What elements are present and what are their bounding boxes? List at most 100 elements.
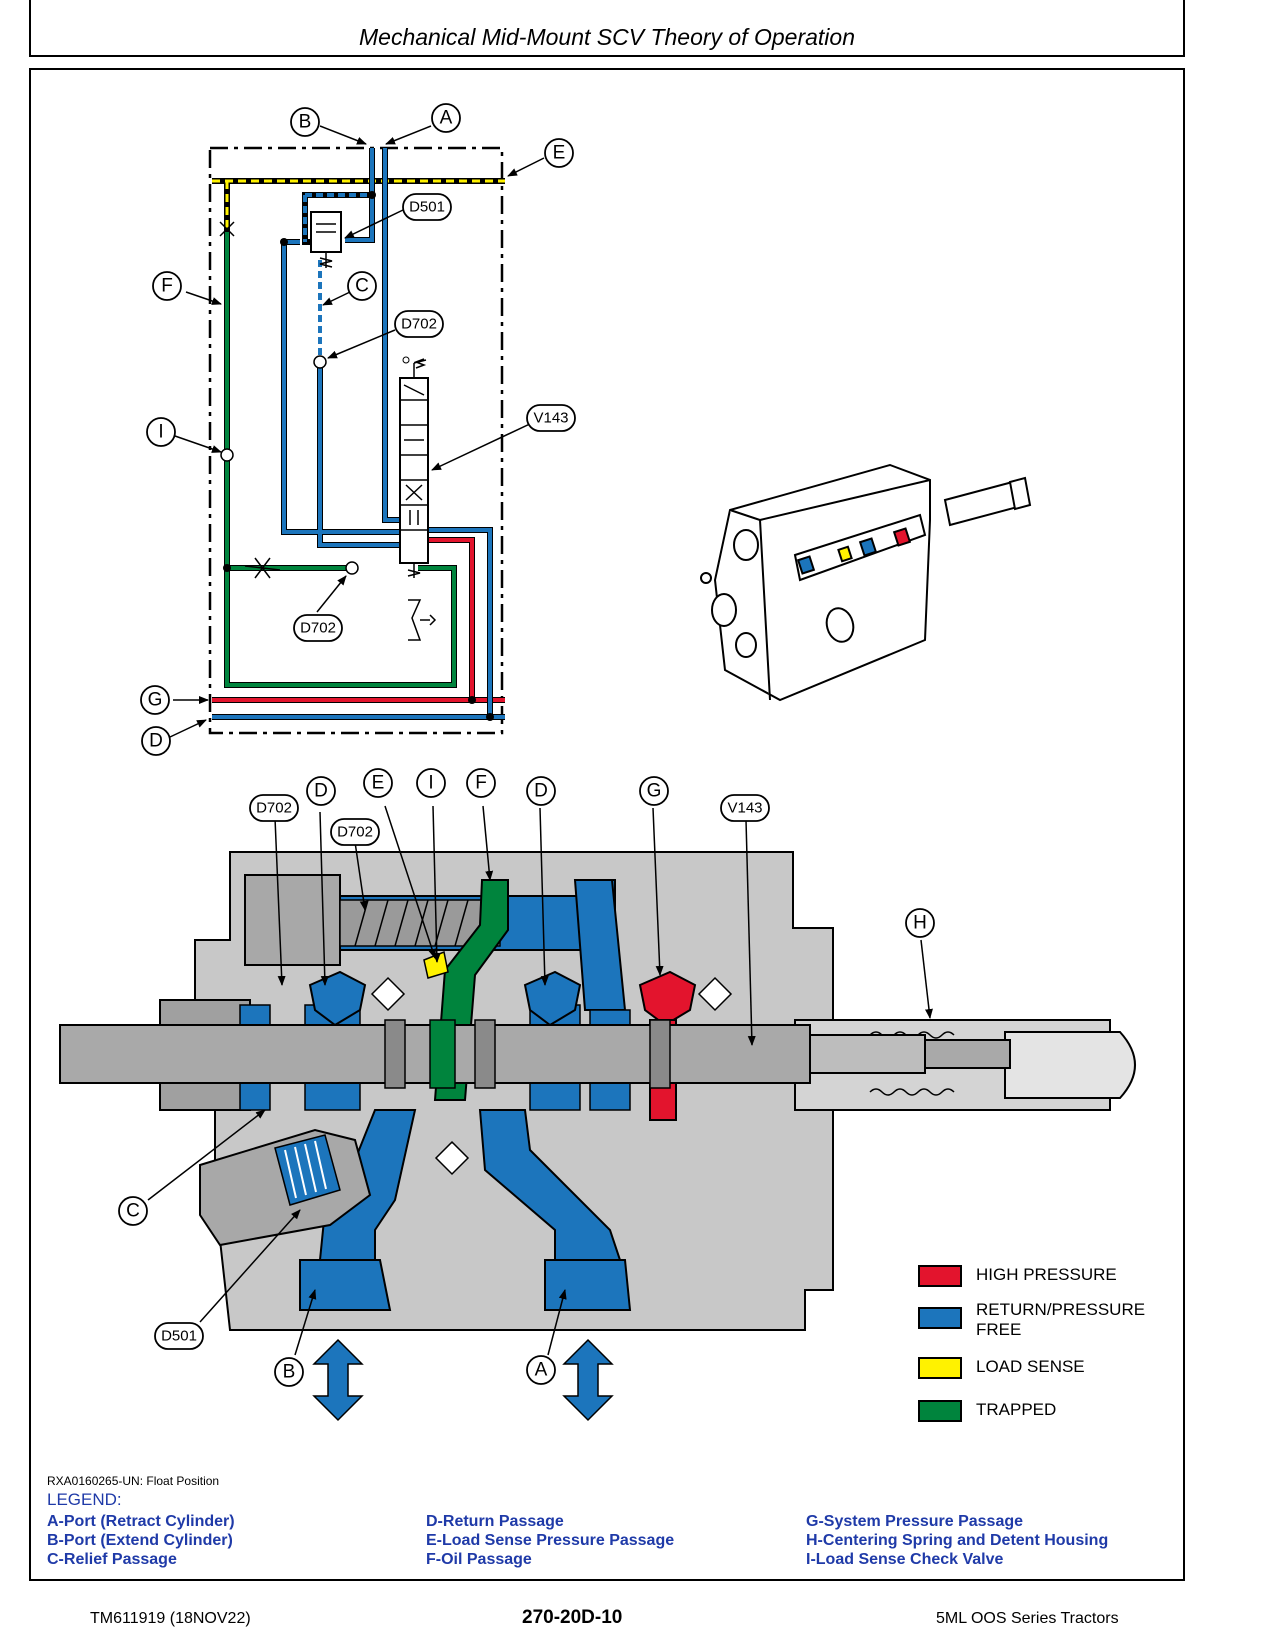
callout-d501-section [154, 1322, 204, 1350]
pressure-outline [212, 537, 505, 703]
valve-boundary [208, 146, 504, 735]
callout-d-right-section [526, 776, 556, 806]
callout-h-section [905, 908, 935, 938]
load-sense-outline [212, 178, 505, 232]
callout-f-schematic [152, 271, 182, 301]
check-valve-d702-top-symbol [313, 355, 327, 369]
callout-g-section-text: G [647, 781, 662, 802]
callout-a-schematic-text: A [440, 108, 453, 129]
trapped-line [225, 232, 456, 687]
callout-e-section [363, 768, 393, 798]
callout-a-schematic [431, 103, 461, 133]
callout-c-schematic-text: C [355, 276, 369, 297]
callout-a-section-text: A [535, 1360, 548, 1381]
title-frame: Mechanical Mid-Mount SCV Theory of Opera… [29, 0, 1185, 57]
callout-v143-schematic [526, 404, 576, 432]
return-outline [212, 148, 505, 720]
check-valve-d702-bottom-symbol [345, 561, 359, 575]
callout-d702-top-schematic-text: D702 [401, 316, 437, 333]
legend-item: A-Port (Retract Cylinder) [47, 1513, 235, 1530]
port-b-flow-arrow [312, 1338, 364, 1422]
page-title: Mechanical Mid-Mount SCV Theory of Opera… [359, 24, 855, 50]
figure-frame [29, 68, 1185, 1581]
callout-e-schematic [544, 138, 574, 168]
end-cap [244, 874, 341, 966]
callout-i-section [416, 768, 446, 798]
callout-e-section-text: E [372, 773, 385, 794]
key-label-load-sense: LOAD SENSE [976, 1357, 1085, 1376]
callout-b-schematic-text: B [299, 112, 312, 133]
callout-a-section [526, 1355, 556, 1385]
port-a-flow-arrow [562, 1338, 614, 1422]
callout-d-schematic-text: D [149, 731, 163, 752]
legend-heading: LEGEND: [47, 1490, 122, 1509]
key-label-return: RETURN/PRESSURE [976, 1300, 1146, 1319]
key-swatch-trapped [918, 1400, 962, 1422]
callout-b-section [274, 1357, 304, 1387]
hydraulic-schematic: B A E D501 F C D702 V143 I D702 G D [140, 103, 576, 756]
check-valve-i-symbol [220, 448, 234, 462]
legend-column-3: G-System Pressure Passage H-Centering Sp… [806, 1512, 1108, 1569]
callout-c-schematic [347, 271, 377, 301]
valve-cross-section: D702 D D702 E I F D G V143 H C D501 B [59, 768, 1136, 1422]
key-label-high-pressure: HIGH PRESSURE [976, 1265, 1117, 1284]
footer-document-id: TM611919 (18NOV22) [90, 1610, 251, 1627]
legend-item: H-Centering Spring and Detent Housing [806, 1532, 1109, 1549]
legend-item: B-Port (Extend Cylinder) [47, 1532, 233, 1549]
callout-g-schematic [140, 685, 170, 715]
port-a-fitting [544, 1259, 632, 1311]
callout-b-schematic [290, 107, 320, 137]
callout-c-section [118, 1196, 148, 1226]
callout-d501-schematic [402, 193, 452, 221]
legend-item: I-Load Sense Check Valve [806, 1551, 1004, 1568]
callout-d702-left-section-text: D702 [256, 800, 292, 817]
callout-i-section-text: I [428, 773, 433, 794]
poppet-right [523, 970, 582, 1027]
callout-g-schematic-text: G [148, 690, 163, 711]
relief-dashed [303, 193, 372, 356]
return-line [212, 148, 505, 719]
callout-d501-schematic-text: D501 [409, 199, 445, 216]
callout-h-section-text: H [913, 913, 927, 934]
callout-b-section-text: B [283, 1362, 296, 1383]
figure-caption: RXA0160265-UN: Float Position [47, 1474, 220, 1488]
legend-item: D-Return Passage [426, 1513, 564, 1530]
callout-f-schematic-text: F [161, 276, 173, 297]
callout-i-schematic [146, 417, 176, 447]
key-swatch-return [918, 1307, 962, 1329]
callout-d702-left-section [249, 794, 299, 822]
callout-d501-section-text: D501 [161, 1328, 197, 1345]
legend-column-2: D-Return Passage E-Load Sense Pressure P… [426, 1512, 674, 1569]
poppet-pressure [638, 970, 697, 1027]
callout-d702-mid-section-text: D702 [337, 824, 373, 841]
footer-product: 5ML OOS Series Tractors [936, 1610, 1119, 1627]
orifice-symbol [244, 557, 281, 579]
key-swatch-high-pressure [918, 1265, 962, 1287]
callout-e-schematic-text: E [553, 143, 566, 164]
callout-f-section [466, 768, 496, 798]
callout-f-section-text: F [475, 773, 487, 794]
callout-d702-top-schematic [394, 310, 444, 338]
spool-valve-symbol [399, 356, 437, 641]
callout-v143-section [720, 794, 770, 822]
callout-d702-bottom-schematic [293, 614, 343, 642]
pressure-line [212, 538, 505, 702]
legend-column-1: A-Port (Retract Cylinder) B-Port (Extend… [47, 1512, 235, 1569]
callout-g-section [639, 776, 669, 806]
callout-d702-mid-section [330, 818, 380, 846]
callout-i-schematic-text: I [158, 422, 163, 443]
load-sense-line [212, 179, 505, 232]
key-label-trapped: TRAPPED [976, 1400, 1057, 1419]
port-b-fitting [299, 1259, 392, 1311]
legend-item: E-Load Sense Pressure Passage [426, 1532, 675, 1549]
callout-d-right-section-text: D [534, 781, 548, 802]
legend-item: C-Relief Passage [47, 1551, 177, 1568]
callout-d702-bottom-schematic-text: D702 [300, 620, 336, 637]
callout-d-left-section-text: D [314, 781, 328, 802]
callout-c-section-text: C [126, 1201, 140, 1222]
valve-isometric-drawing [700, 463, 1032, 702]
key-label-return-line2: FREE [976, 1320, 1022, 1339]
callout-v143-section-text: V143 [727, 800, 762, 817]
callout-d-schematic [141, 726, 171, 756]
